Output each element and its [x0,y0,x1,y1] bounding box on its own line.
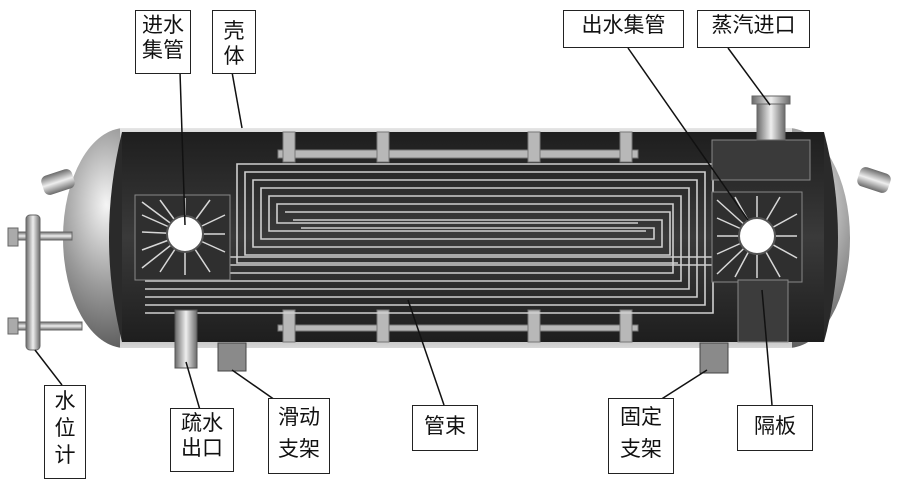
label-shell: 壳体 [212,10,256,74]
left-nozzle [41,169,75,195]
label-inlet-header: 进水 集管 [135,10,191,74]
fixed-support-saddle [699,342,729,374]
drain-outlet-pipe [174,309,198,369]
baffle-plate [737,279,789,343]
label-tube-bundle: 管束 [412,405,478,451]
label-steam-inlet: 蒸汽进口 [697,10,810,48]
label-outlet-header: 出水集管 [563,10,684,48]
leader-lines [34,47,773,411]
label-water-gauge: 水位 计 [44,385,86,479]
label-baffle: 隔板 [737,405,813,451]
top-support-frame [277,131,639,163]
water-level-gauge [7,214,83,351]
shell-interior [122,132,824,342]
label-sliding-support: 滑动 支架 [268,398,330,474]
steam-inlet-pipe [751,95,791,141]
sliding-support-saddle [217,342,247,372]
outlet-header [711,139,811,283]
bottom-support-frame [277,309,639,343]
label-drain-outlet: 疏水 出口 [170,408,234,472]
right-nozzle [857,167,891,193]
inlet-header [134,194,231,281]
label-fixed-support: 固定 支架 [608,398,674,474]
